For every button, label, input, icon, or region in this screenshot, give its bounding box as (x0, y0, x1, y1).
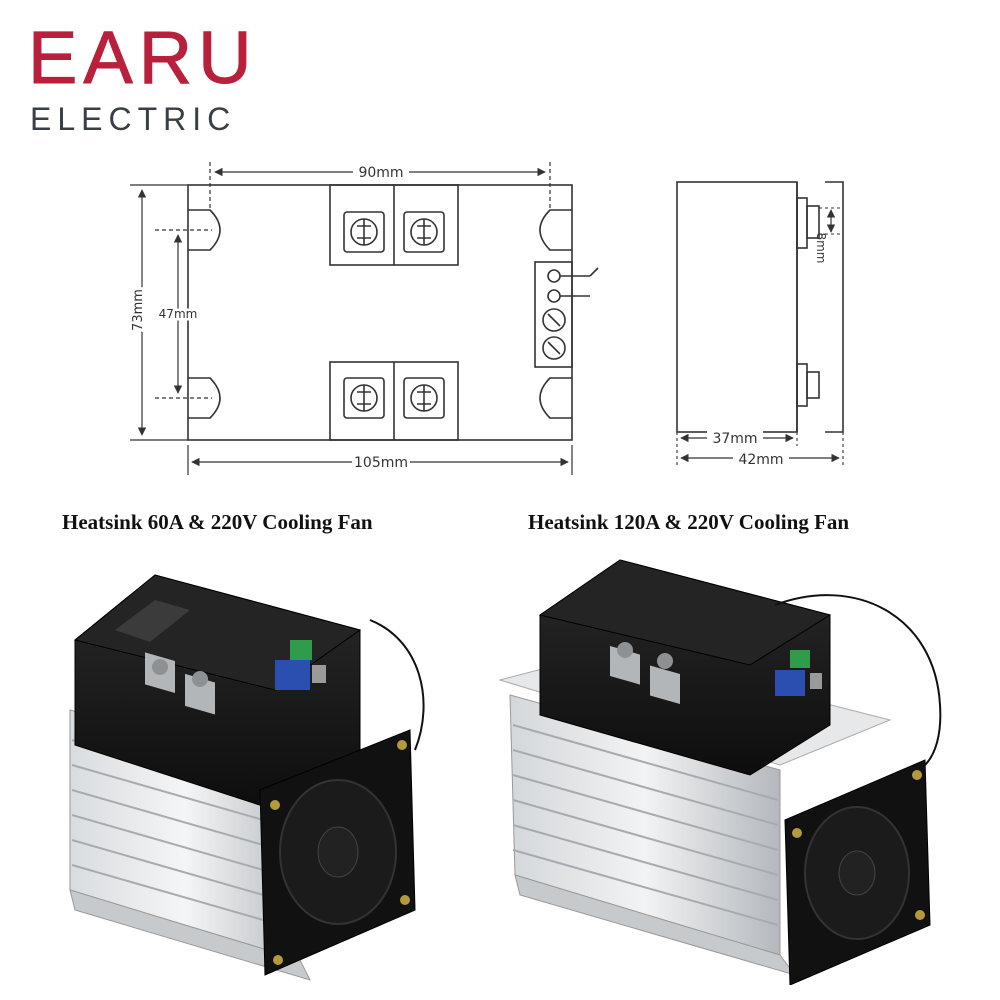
knob-bottom (806, 371, 820, 399)
mount-slot-top-left (188, 209, 221, 251)
side-body (676, 181, 798, 433)
product-caption-120a: Heatsink 120A & 220V Cooling Fan (528, 510, 850, 534)
dim-47-label: 47mm (159, 307, 198, 321)
front-view-drawing: 90mm 105mm 73mm 47mm (128, 162, 599, 475)
mount-slot-top-right (539, 209, 572, 251)
brand-subtitle: ELECTRIC (30, 101, 237, 137)
dim-37-label: 37mm (712, 431, 757, 447)
dim-105-label: 105mm (354, 455, 408, 471)
dim-90-label: 90mm (358, 165, 403, 181)
cooling-fan-60a (259, 729, 416, 976)
mount-slot-bottom-right (539, 377, 572, 419)
product-photo-60a (69, 574, 425, 981)
dim-42-label: 42mm (738, 452, 783, 468)
side-view-drawing: 8mm 37mm 42mm (676, 181, 844, 468)
product-caption-60a: Heatsink 60A & 220V Cooling Fan (62, 510, 373, 534)
body-outline (187, 184, 573, 441)
control-connector (534, 261, 573, 368)
product-photo-120a (498, 559, 942, 985)
relay-module-120a (538, 559, 832, 776)
brand-logo: EARU ELECTRIC (28, 16, 288, 136)
brand-name: EARU (28, 16, 258, 99)
mount-slot-bottom-left (188, 377, 221, 419)
cooling-fan-120a (784, 759, 931, 985)
dim-8-label: 8mm (814, 232, 828, 263)
dim-73-label: 73mm (131, 289, 146, 331)
knob-top (806, 205, 820, 239)
